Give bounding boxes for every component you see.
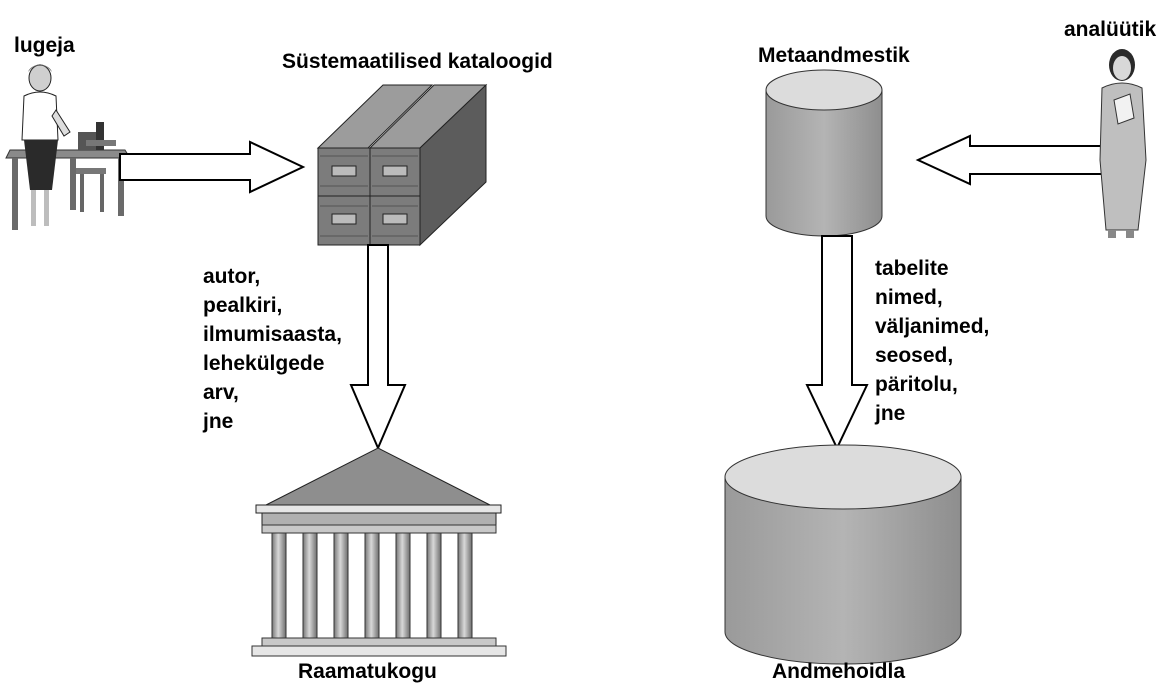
- reader-figure: [5, 64, 131, 230]
- arrow-reader-to-catalog: [119, 140, 306, 194]
- library-label: Raamatukogu: [298, 660, 437, 683]
- metadata-attribute-list: tabelite nimed, väljanimed, seosed, päri…: [875, 254, 989, 428]
- list-item: jne: [203, 410, 234, 433]
- list-item: pealkiri,: [203, 294, 283, 317]
- list-item: päritolu,: [875, 373, 958, 396]
- catalog-attribute-list: autor, pealkiri, ilmumisaasta, lehekülge…: [203, 262, 342, 436]
- analyst-figure: [1099, 49, 1147, 238]
- list-item: arv,: [203, 381, 239, 404]
- list-item: tabelite: [875, 257, 949, 280]
- card-catalog-icon: [316, 83, 488, 247]
- data-warehouse-cylinder-icon: [724, 444, 962, 665]
- list-item: nimed,: [875, 286, 943, 309]
- catalog-label: Süstemaatilised kataloogid: [282, 50, 553, 73]
- arrow-analyst-to-metadata: [915, 134, 1106, 186]
- list-item: jne: [875, 402, 906, 425]
- analyst-label: analüütik: [1064, 18, 1157, 41]
- list-item: ilmumisaasta,: [203, 323, 342, 346]
- metadata-cylinder-icon: [765, 69, 883, 237]
- reader-label: lugeja: [14, 34, 75, 57]
- arrow-catalog-to-library: [349, 244, 407, 451]
- arrow-metadata-to-warehouse: [805, 235, 869, 451]
- list-item: autor,: [203, 265, 261, 288]
- warehouse-label: Andmehoidla: [772, 660, 906, 683]
- library-building-icon: [251, 447, 507, 657]
- list-item: väljanimed,: [875, 315, 990, 338]
- list-item: lehekülgede: [203, 352, 325, 375]
- list-item: seosed,: [875, 344, 954, 367]
- metadata-label: Metaandmestik: [758, 44, 910, 67]
